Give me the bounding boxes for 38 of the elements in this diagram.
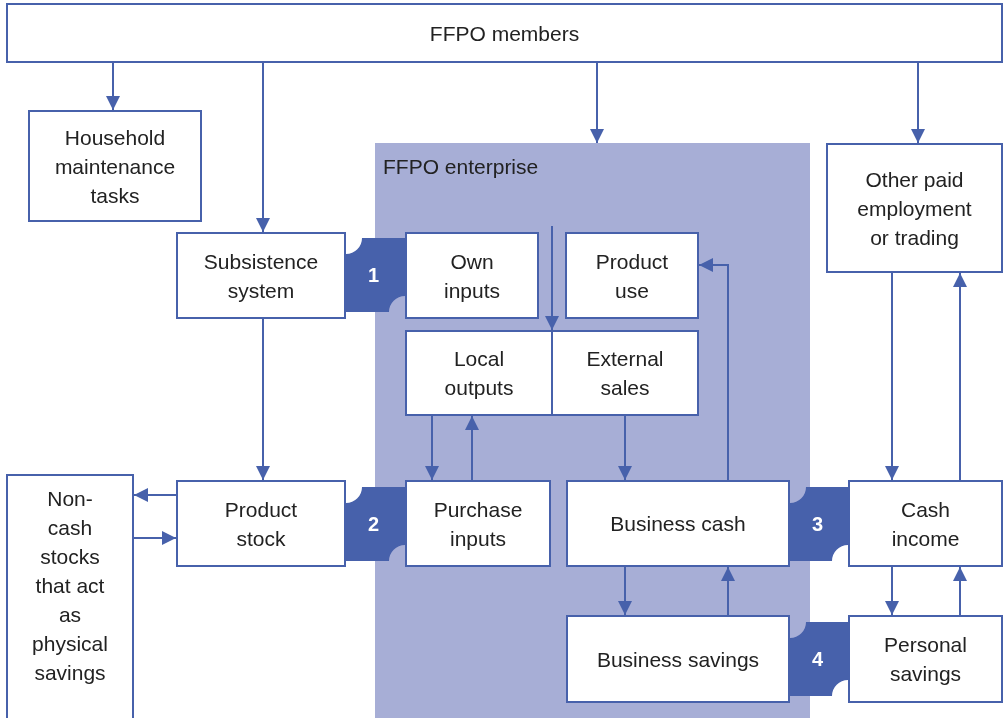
puzzle-connector: 1 [346,238,405,312]
arrow [590,62,604,144]
process-box: Product use [565,232,699,319]
arrow [721,566,735,616]
arrow [911,62,925,144]
arrow [618,415,632,481]
arrow [106,62,120,111]
arrow [953,272,967,481]
process-box: Personal savings [848,615,1003,703]
arrow [885,566,899,616]
process-box: Business cash [566,480,790,567]
puzzle-connector: 2 [346,487,405,561]
arrow [256,62,270,233]
process-box: Own inputs [405,232,539,319]
process-box: Business savings [566,615,790,703]
process-box: Purchase inputs [405,480,551,567]
process-box: FFPO members [6,3,1003,63]
puzzle-connector: 3 [790,487,848,561]
arrow [425,415,439,481]
arrow [256,318,270,481]
arrow [465,415,479,481]
arrow [545,225,559,331]
arrow [133,531,177,545]
process-box: Non-cash stocks that act as physical savings [6,474,134,718]
process-box: Household maintenance tasks [28,110,202,222]
process-box: Product stock [176,480,346,567]
process-box: Cash income [848,480,1003,567]
arrow [885,272,899,481]
panel-heading: FFPO enterprise [383,154,539,180]
arrow [133,488,177,502]
process-box: External sales [551,330,699,416]
process-box: Local outputs [405,330,553,416]
arrow [618,566,632,616]
process-box: Other paid employment or trading [826,143,1003,273]
process-box: Subsistence system [176,232,346,319]
puzzle-connector: 4 [790,622,848,696]
arrow [698,258,729,481]
arrow [953,566,967,616]
